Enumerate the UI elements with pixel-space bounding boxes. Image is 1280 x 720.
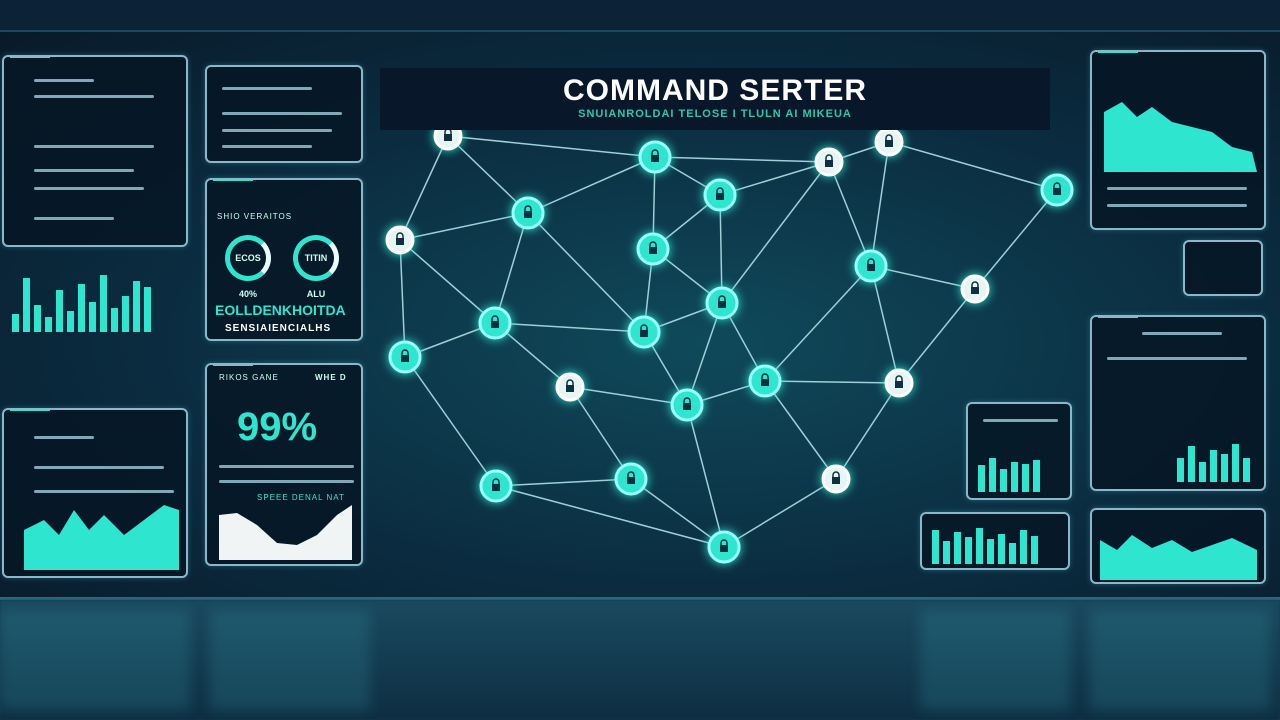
reflection: [1090, 610, 1270, 710]
reflection: [210, 610, 370, 710]
floor: [0, 600, 1280, 720]
network-edge: [494, 212, 529, 324]
node-lock-icon[interactable]: [821, 464, 851, 494]
network-edge: [399, 212, 529, 241]
network-edge: [764, 265, 872, 382]
header: COMMAND SERTER SNUIANROLDAI TELOSE I TLU…: [380, 68, 1050, 130]
network-edge: [569, 386, 688, 406]
network-edge: [399, 239, 406, 358]
node-lock-icon[interactable]: [854, 249, 888, 283]
reflection: [0, 610, 190, 710]
node-lock-icon[interactable]: [614, 462, 648, 496]
bar-chart: [12, 272, 151, 332]
network-edge: [870, 265, 900, 384]
panel-tag: WHE D: [315, 373, 347, 382]
node-lock-icon[interactable]: [388, 340, 422, 374]
network-edge: [494, 322, 645, 333]
network-edge: [495, 478, 632, 487]
panel-footer: SPEEE DENAL NAT: [257, 493, 345, 502]
network-edge: [630, 478, 725, 548]
area-chart-panel[interactable]: [1090, 508, 1266, 584]
network-edge: [686, 404, 725, 548]
status-value: 99%: [237, 405, 318, 449]
list-panel[interactable]: [2, 55, 188, 247]
network-edge: [719, 194, 723, 304]
node-lock-icon[interactable]: [960, 274, 990, 304]
node-lock-icon[interactable]: [707, 530, 741, 564]
bar-panel[interactable]: [920, 512, 1070, 570]
node-lock-icon[interactable]: [479, 469, 513, 503]
node-lock-icon[interactable]: [555, 372, 585, 402]
caption: SENSIAIENCIALHS: [225, 323, 332, 334]
network-edge: [399, 239, 496, 324]
network-edge: [686, 302, 723, 406]
page-title: COMMAND SERTER: [563, 74, 867, 107]
network-edge: [719, 161, 830, 196]
node-lock-icon[interactable]: [874, 127, 904, 157]
node-lock-icon[interactable]: [814, 147, 844, 177]
network-edge: [828, 161, 872, 267]
node-lock-icon[interactable]: [670, 388, 704, 422]
status-panel[interactable]: RIKOS GANE WHE D 99% SPEEE DENAL NAT: [205, 363, 363, 566]
panel-label: RIKOS GANE: [219, 373, 279, 382]
node-lock-icon[interactable]: [638, 140, 672, 174]
panel-label: SHIO VERAITOS: [217, 212, 293, 221]
node-lock-icon[interactable]: [627, 315, 661, 349]
page-subtitle: SNUIANROLDAI TELOSE I TLULN AI MIKEUA: [578, 108, 852, 120]
network-edge: [447, 135, 529, 214]
node-lock-icon[interactable]: [705, 286, 739, 320]
node-lock-icon[interactable]: [748, 364, 782, 398]
metrics-panel[interactable]: [1090, 315, 1266, 491]
network-edge: [527, 156, 656, 214]
network-edge: [447, 135, 656, 158]
network-edge: [764, 380, 900, 384]
network-edge: [764, 380, 837, 480]
mini-panel[interactable]: [1183, 240, 1263, 296]
network-edge: [495, 485, 725, 548]
gauge: ECOS 40%: [225, 235, 271, 299]
network-edge: [721, 161, 830, 304]
node-lock-icon[interactable]: [478, 306, 512, 340]
network-edge: [654, 156, 830, 163]
info-panel[interactable]: [205, 65, 363, 163]
node-lock-icon[interactable]: [884, 368, 914, 398]
node-lock-icon[interactable]: [511, 196, 545, 230]
headline: EOLLDENKHOITDA: [215, 302, 346, 318]
node-lock-icon[interactable]: [636, 232, 670, 266]
node-lock-icon[interactable]: [1040, 173, 1074, 207]
network-edge: [888, 141, 1058, 191]
network-edge: [723, 478, 837, 548]
network-edge: [870, 141, 890, 267]
network-edge: [974, 189, 1058, 290]
node-lock-icon[interactable]: [703, 178, 737, 212]
area-chart-panel[interactable]: [2, 408, 188, 578]
bar-panel[interactable]: [966, 402, 1072, 500]
area-chart-panel[interactable]: [1090, 50, 1266, 230]
network-edge: [569, 386, 632, 480]
network-edge: [527, 212, 645, 333]
gauges-panel[interactable]: SHIO VERAITOS ECOS 40% TITIN ALU EOLLDEN…: [205, 178, 363, 341]
gauge: TITIN ALU: [293, 235, 339, 299]
reflection: [920, 610, 1070, 710]
network-edge: [835, 382, 900, 480]
node-lock-icon[interactable]: [385, 225, 415, 255]
network-edge: [399, 135, 449, 241]
network-edge: [870, 265, 976, 290]
network-edge: [898, 288, 976, 384]
network-edge: [404, 356, 497, 487]
